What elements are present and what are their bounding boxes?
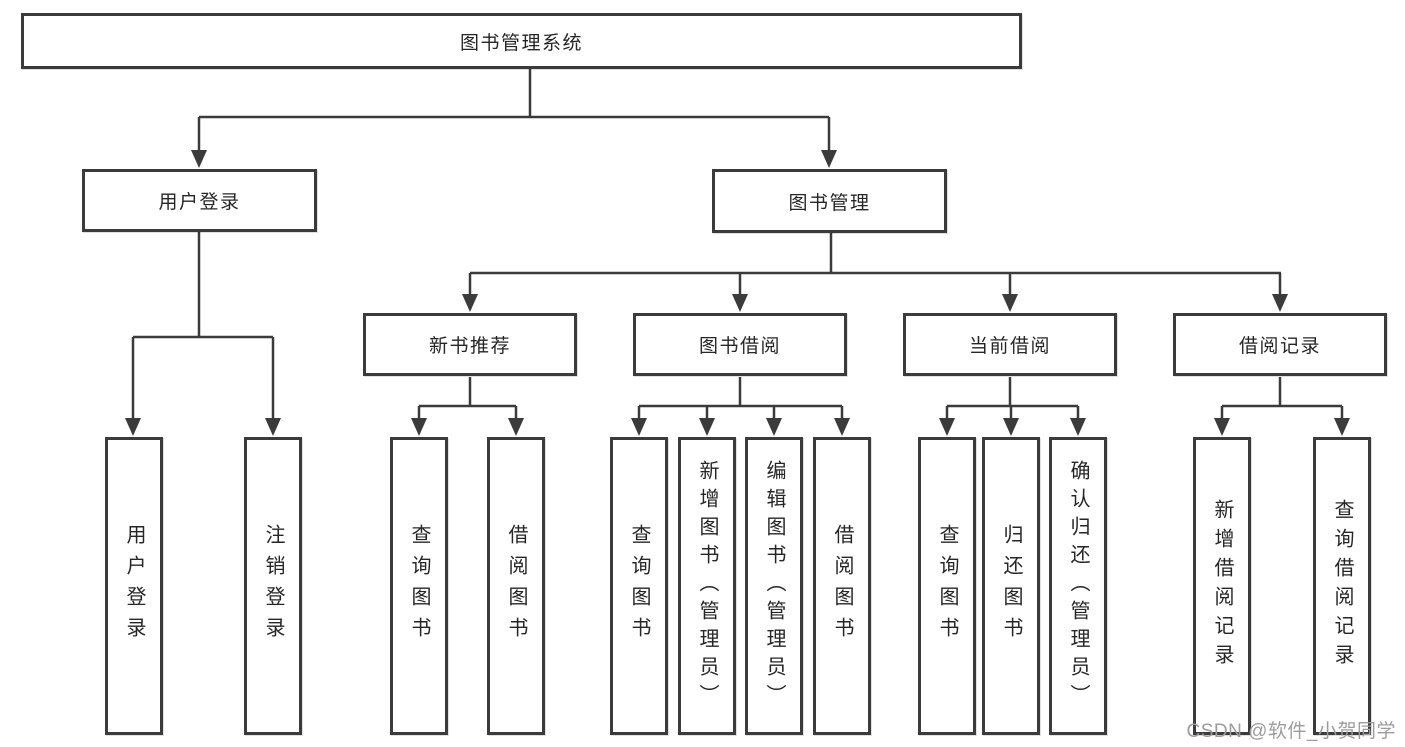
node-new-book-recommend: 新书推荐 (363, 313, 577, 376)
leaf-nbr-borrow-books-label: 借阅图书 (505, 524, 527, 648)
leaf-bb-query-books-label: 查询图书 (628, 524, 650, 648)
leaf-bb-add-books-admin-label: 新增图书（管理员） (696, 460, 718, 712)
arrowhead-icon (1214, 418, 1230, 436)
arrowhead-icon (821, 150, 837, 168)
connector-book-borrowing-split (637, 377, 844, 422)
node-user-login: 用户登录 (82, 169, 317, 232)
connector-user-login-split (131, 232, 275, 422)
node-root-label: 图书管理系统 (459, 32, 583, 54)
node-borrowing-records: 借阅记录 (1173, 313, 1387, 376)
node-root: 图书管理系统 (21, 13, 1022, 69)
csdn-watermark: CSDN @软件_小贺同学 (1186, 721, 1396, 742)
leaf-bb-query-books: 查询图书 (610, 437, 668, 735)
node-book-management: 图书管理 (712, 169, 947, 233)
arrowhead-icon (1003, 418, 1019, 436)
leaf-user-login-label: 用户登录 (123, 524, 145, 648)
connector-book-management-split (468, 233, 1282, 298)
node-book-borrowing: 图书借阅 (633, 313, 847, 376)
arrowhead-icon (631, 418, 647, 436)
node-current-borrowing: 当前借阅 (903, 313, 1117, 376)
arrowhead-icon (265, 418, 281, 436)
arrowhead-icon (732, 294, 748, 312)
arrowhead-icon (191, 150, 207, 168)
arrowhead-icon (699, 418, 715, 436)
leaf-nbr-query-books: 查询图书 (390, 437, 448, 735)
node-borrowing-records-label: 借阅记录 (1238, 336, 1321, 357)
arrowhead-icon (834, 418, 850, 436)
arrowhead-icon (411, 418, 427, 436)
leaf-br-add-record-label: 新增借阅记录 (1211, 499, 1233, 673)
connector-current-borrowing-split (945, 377, 1080, 422)
leaf-user-login: 用户登录 (105, 437, 163, 735)
node-user-login-label: 用户登录 (158, 192, 241, 213)
connector-root-split (197, 69, 831, 154)
leaf-logout-label: 注销登录 (262, 524, 284, 648)
connector-new-book-recommend-split (417, 377, 518, 422)
node-new-book-recommend-label: 新书推荐 (428, 336, 511, 357)
arrowhead-icon (1070, 418, 1086, 436)
node-book-borrowing-label: 图书借阅 (698, 336, 781, 357)
leaf-br-query-record: 查询借阅记录 (1313, 437, 1371, 735)
leaf-cb-query-books-label: 查询图书 (936, 524, 958, 648)
leaf-cb-return-books-label: 归还图书 (1000, 524, 1022, 648)
arrowhead-icon (766, 418, 782, 436)
leaf-bb-borrow-books: 借阅图书 (813, 437, 871, 735)
node-book-management-label: 图书管理 (788, 192, 871, 214)
node-current-borrowing-label: 当前借阅 (968, 336, 1051, 357)
leaf-logout: 注销登录 (244, 437, 302, 735)
leaf-bb-add-books-admin: 新增图书（管理员） (678, 437, 736, 735)
arrowhead-icon (508, 418, 524, 436)
leaf-br-query-record-label: 查询借阅记录 (1331, 499, 1353, 673)
leaf-cb-return-books: 归还图书 (982, 437, 1040, 735)
leaf-bb-edit-books-admin-label: 编辑图书（管理员） (763, 460, 785, 712)
leaf-cb-confirm-return-admin-label: 确认归还（管理员） (1067, 460, 1089, 712)
leaf-nbr-borrow-books: 借阅图书 (487, 437, 545, 735)
arrowhead-icon (1002, 294, 1018, 312)
arrowhead-icon (462, 294, 478, 312)
leaf-br-add-record: 新增借阅记录 (1193, 437, 1251, 735)
leaf-bb-edit-books-admin: 编辑图书（管理员） (745, 437, 803, 735)
leaf-bb-borrow-books-label: 借阅图书 (831, 524, 853, 648)
arrowhead-icon (125, 418, 141, 436)
leaf-cb-query-books: 查询图书 (918, 437, 976, 735)
leaf-nbr-query-books-label: 查询图书 (408, 524, 430, 648)
arrowhead-icon (1272, 294, 1288, 312)
leaf-cb-confirm-return-admin: 确认归还（管理员） (1049, 437, 1107, 735)
arrowhead-icon (939, 418, 955, 436)
connector-borrowing-records-split (1220, 377, 1344, 422)
arrowhead-icon (1334, 418, 1350, 436)
